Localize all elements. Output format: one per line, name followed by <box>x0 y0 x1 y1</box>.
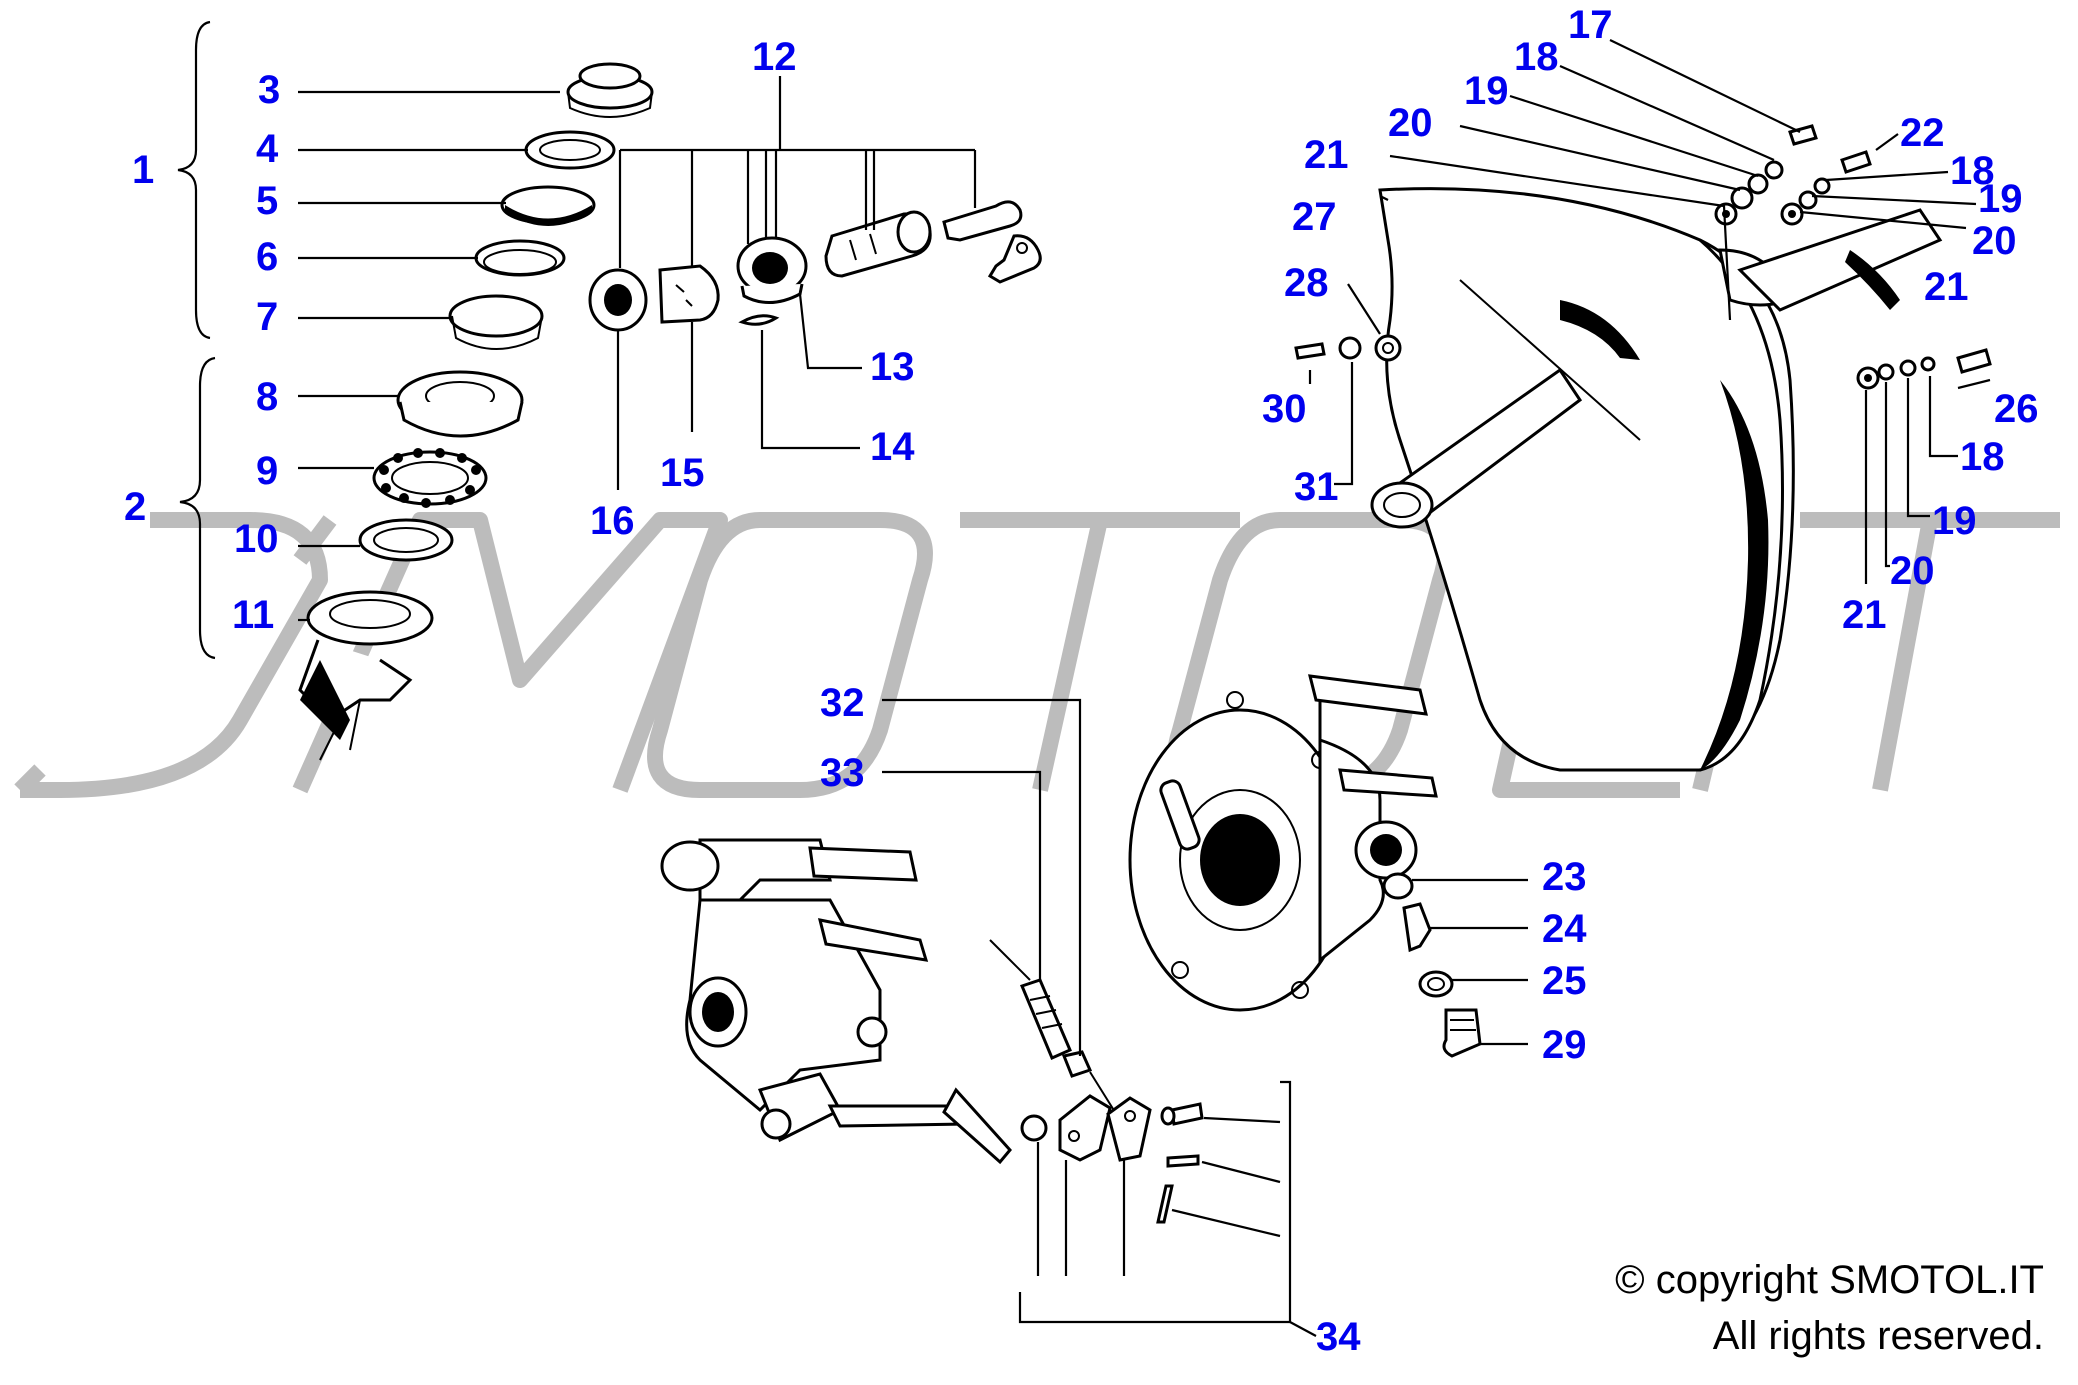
callout-24: 24 <box>1542 907 1587 951</box>
callout-20a: 20 <box>1388 101 1433 145</box>
callout-13: 13 <box>870 345 915 389</box>
callout-1: 1 <box>132 148 154 192</box>
callout-14: 14 <box>870 425 915 469</box>
callout-16: 16 <box>590 499 635 543</box>
callout-26: 26 <box>1994 387 2039 431</box>
brace-group-2 <box>179 356 216 660</box>
watermark-letter-s <box>14 512 337 798</box>
part-34-hardware-set <box>1020 1094 1204 1224</box>
part-6-race <box>474 239 566 277</box>
callout-19b: 19 <box>1978 177 2023 221</box>
callout-4: 4 <box>256 127 279 171</box>
fastener-stack-28-31 <box>1294 334 1402 362</box>
callout-21a: 21 <box>1304 133 1349 177</box>
callout-5: 5 <box>256 179 278 223</box>
part-15-barrel <box>658 264 720 324</box>
callout-18b: 18 <box>1950 149 1995 193</box>
callout-21b: 21 <box>1924 265 1969 309</box>
leader-lines <box>298 39 1991 1337</box>
part-5-ring <box>500 185 596 226</box>
part-14-spring-clip <box>738 314 780 326</box>
callout-19c: 19 <box>1932 499 1977 543</box>
part-16-cap <box>588 268 648 332</box>
part-13-housing <box>736 236 808 304</box>
steering-knuckle <box>660 838 1012 1165</box>
callout-30: 30 <box>1262 387 1307 431</box>
callout-34: 34 <box>1316 1315 1361 1359</box>
copyright-line-1: © copyright SMOTOL.IT <box>1615 1258 2044 1302</box>
callout-labels: 1 2 3 4 5 6 7 8 9 10 11 12 13 14 15 16 1… <box>124 3 2039 1359</box>
callout-12: 12 <box>752 35 797 79</box>
front-fork-tubes <box>1370 208 1943 529</box>
callout-7: 7 <box>256 295 278 339</box>
callout-10: 10 <box>234 517 279 561</box>
part-9-ball-cage <box>372 448 488 508</box>
callout-31: 31 <box>1294 465 1339 509</box>
callout-11: 11 <box>232 593 274 637</box>
callout-22: 22 <box>1900 111 1945 155</box>
watermark-letter-t <box>960 512 1240 792</box>
part-32-pivot-nut <box>1061 1050 1121 1121</box>
part-8-cone <box>396 370 524 438</box>
callout-20b: 20 <box>1972 219 2017 263</box>
watermark-letter-t2 <box>1800 512 2060 792</box>
callout-9: 9 <box>256 449 278 493</box>
callout-6: 6 <box>256 235 278 279</box>
part-23-nut <box>1382 872 1414 900</box>
callout-32: 32 <box>820 681 865 725</box>
callout-18c: 18 <box>1960 435 2005 479</box>
hub-brake-plate <box>1128 674 1438 1012</box>
part-33-linkage-rod <box>989 939 1072 1060</box>
copyright-notice: © copyright SMOTOL.IT All rights reserve… <box>1615 1252 2044 1364</box>
part-11-dust-cover <box>298 590 434 761</box>
fastener-stack-17-21-top <box>1714 124 1872 226</box>
part-27-mudguard <box>1378 187 1795 772</box>
callout-25: 25 <box>1542 959 1587 1003</box>
fastener-stack-18-26-right <box>1856 348 1992 390</box>
callout-3: 3 <box>258 68 280 112</box>
callout-19a: 19 <box>1464 69 1509 113</box>
part-24-grease-nipple <box>1402 902 1432 953</box>
callout-17: 17 <box>1568 3 1613 47</box>
callout-21c: 21 <box>1842 593 1887 637</box>
copyright-line-2: All rights reserved. <box>1712 1314 2044 1358</box>
callout-18a: 18 <box>1514 35 1559 79</box>
callout-27: 27 <box>1292 195 1337 239</box>
part-29-plug <box>1442 1008 1482 1058</box>
callout-15: 15 <box>660 451 705 495</box>
part-25-washer <box>1418 970 1454 998</box>
callout-28: 28 <box>1284 261 1329 305</box>
part-3-locknut <box>566 62 654 118</box>
part-7-cup <box>448 294 544 350</box>
callout-2: 2 <box>124 485 146 529</box>
part-4-washer <box>524 130 616 170</box>
part-12-lock-cylinder <box>824 210 932 278</box>
callout-8: 8 <box>256 375 278 419</box>
watermark-letter-o1 <box>647 512 933 798</box>
brace-group-1 <box>177 20 211 340</box>
part-10-race <box>358 518 454 562</box>
callout-33: 33 <box>820 751 865 795</box>
callout-20c: 20 <box>1890 549 1935 593</box>
callout-23: 23 <box>1542 855 1587 899</box>
part-12-keys <box>942 200 1042 284</box>
callout-29: 29 <box>1542 1023 1587 1067</box>
